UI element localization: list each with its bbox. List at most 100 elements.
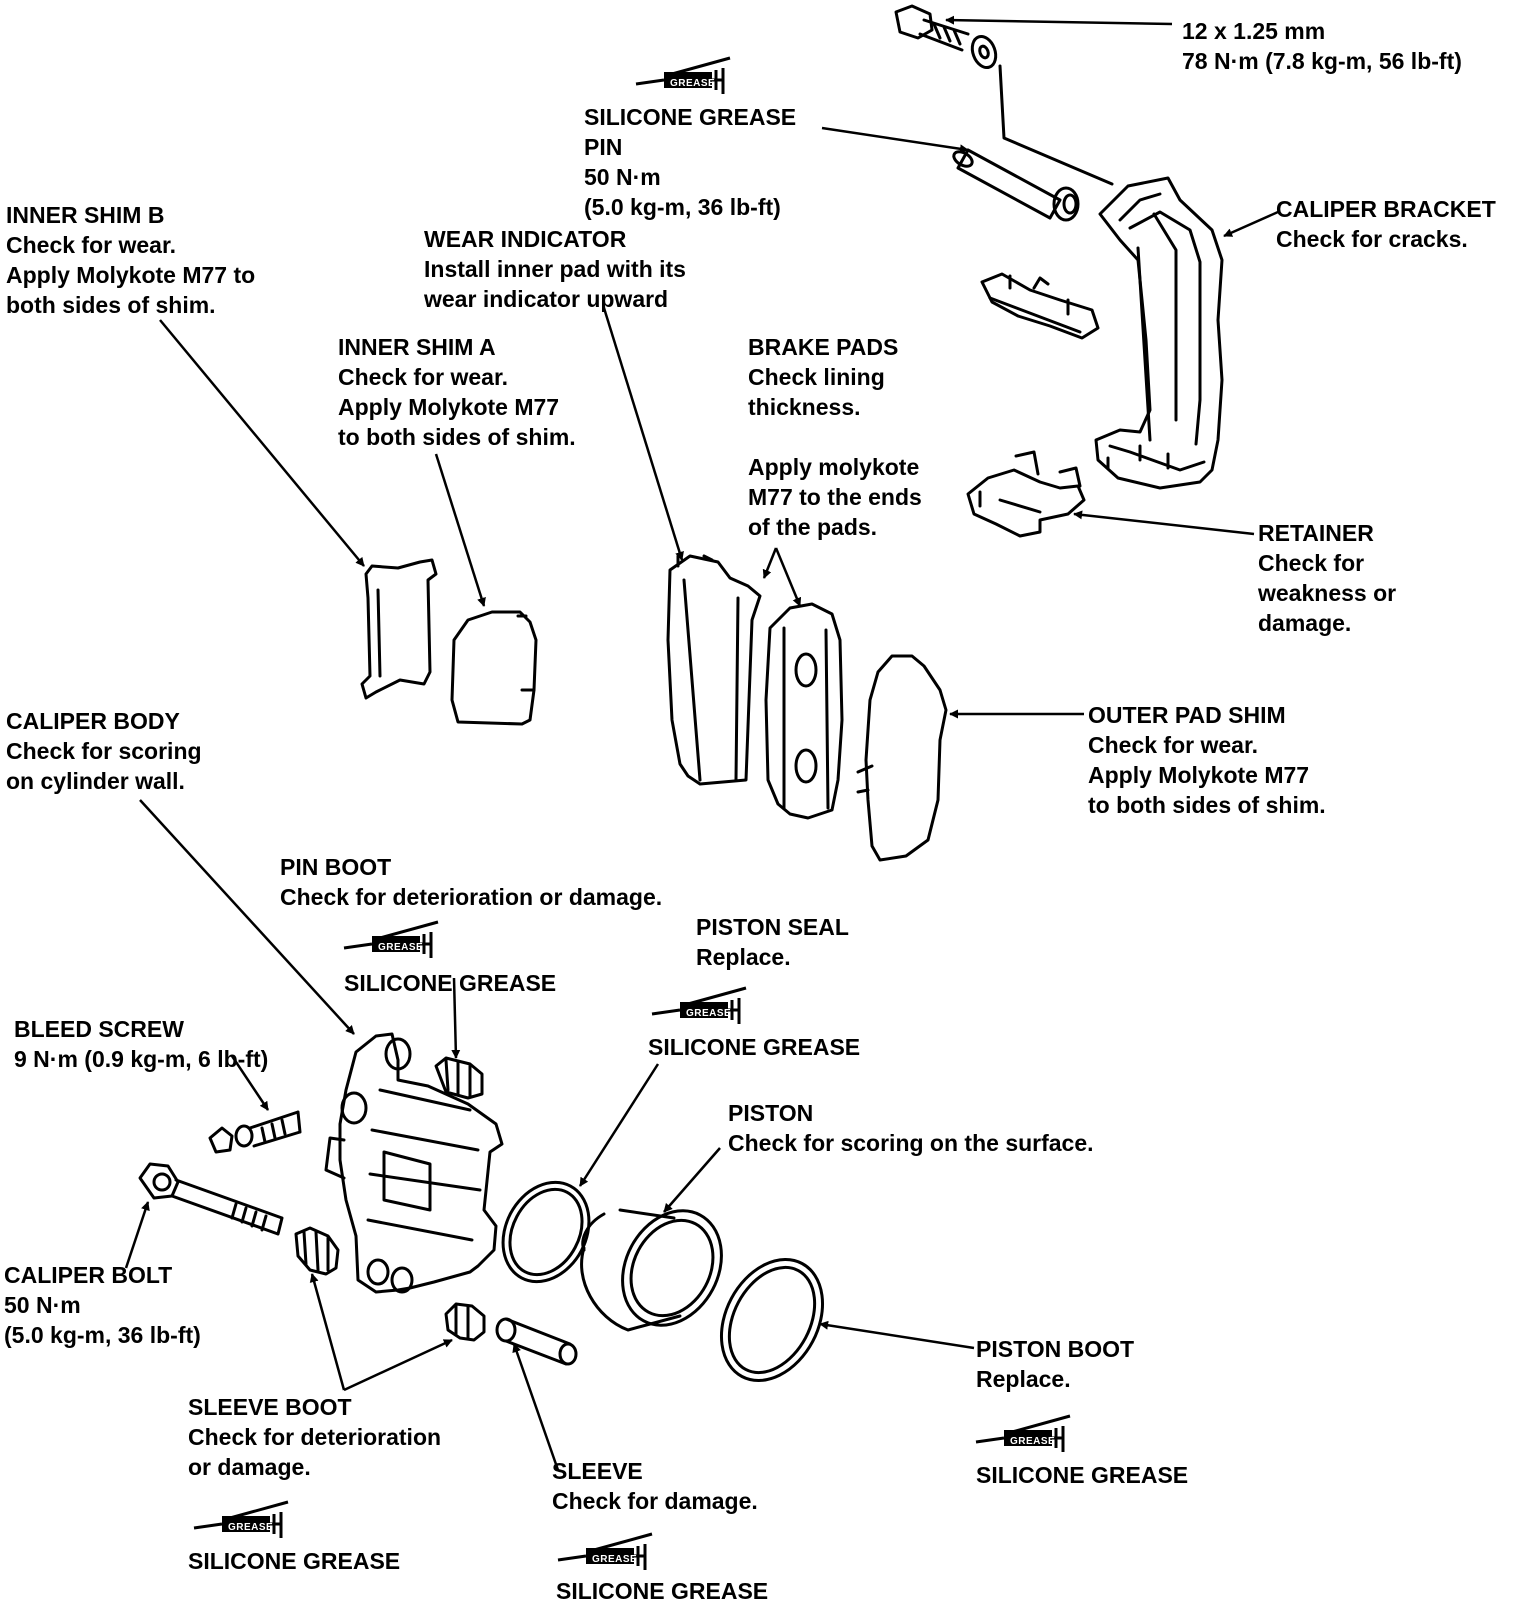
- label-brake-pads: BRAKE PADS Check lining thickness.: [748, 332, 898, 422]
- label-line: 12 x 1.25 mm: [1182, 18, 1326, 44]
- svg-text:GREASE: GREASE: [228, 1522, 273, 1533]
- grease-tube-icon: GREASE: [556, 1532, 654, 1572]
- label-line: Check for scoring on the surface.: [728, 1130, 1094, 1156]
- label-line: Check for: [1258, 550, 1365, 576]
- label-line: (5.0 kg-m, 36 lb-ft): [4, 1322, 201, 1348]
- caliper-body: [326, 1034, 502, 1292]
- label-title: INNER SHIM B: [6, 202, 165, 228]
- label-title: PIN BOOT: [280, 854, 392, 880]
- label-piston-seal-grease: SILICONE GREASE: [648, 1032, 860, 1062]
- label-title: OUTER PAD SHIM: [1088, 702, 1286, 728]
- label-line: Check for deterioration or damage.: [280, 884, 663, 910]
- outer-pad-shim: [858, 656, 946, 860]
- label-bleed-screw: BLEED SCREW 9 N·m (0.9 kg-m, 6 lb-ft): [14, 1014, 268, 1074]
- caliper-bolt: [140, 1164, 282, 1234]
- label-line: Apply Molykote M77 to: [6, 262, 256, 288]
- label-title: INNER SHIM A: [338, 334, 496, 360]
- label-sleeve: SLEEVE Check for damage.: [552, 1456, 758, 1516]
- label-title: CALIPER BOLT: [4, 1262, 173, 1288]
- label-title: CALIPER BRACKET: [1276, 196, 1496, 222]
- label-line: M77 to the ends: [748, 484, 922, 510]
- bleed-screw: [210, 1112, 300, 1152]
- sleeve: [497, 1319, 576, 1364]
- leader-lines: [126, 15, 1278, 1470]
- label-title: SLEEVE BOOT: [188, 1394, 352, 1420]
- label-title: WEAR INDICATOR: [424, 226, 627, 252]
- label-line: Install inner pad with its: [424, 256, 686, 282]
- sleeve-boot-center: [446, 1304, 484, 1340]
- label-line: wear indicator upward: [424, 286, 669, 312]
- label-title: SILICONE GREASE: [188, 1548, 401, 1574]
- label-line: Check lining: [748, 364, 885, 390]
- label-title: SILICONE GREASE: [648, 1034, 861, 1060]
- label-line: 9 N·m (0.9 kg-m, 6 lb-ft): [14, 1046, 269, 1072]
- label-line: Apply molykote: [748, 454, 920, 480]
- svg-text:GREASE: GREASE: [1010, 1436, 1055, 1447]
- bracket-bolt: [896, 6, 1112, 184]
- label-title: PISTON SEAL: [696, 914, 849, 940]
- label-piston: PISTON Check for scoring on the surface.: [728, 1098, 1094, 1158]
- label-line: both sides of shim.: [6, 292, 216, 318]
- label-line: Check for wear.: [6, 232, 177, 258]
- label-line: (5.0 kg-m, 36 lb-ft): [584, 194, 781, 220]
- label-line: of the pads.: [748, 514, 878, 540]
- label-title: SILICONE GREASE: [556, 1578, 769, 1604]
- label-wear-indicator: WEAR INDICATOR Install inner pad with it…: [424, 224, 686, 314]
- label-line: on cylinder wall.: [6, 768, 185, 794]
- piston-seal: [486, 1167, 605, 1296]
- label-title: BLEED SCREW: [14, 1016, 184, 1042]
- label-line: Check for cracks.: [1276, 226, 1468, 252]
- label-retainer: RETAINER Check for weakness or damage.: [1258, 518, 1396, 638]
- label-title: PISTON: [728, 1100, 814, 1126]
- label-piston-boot: PISTON BOOT Replace.: [976, 1334, 1134, 1394]
- grease-tube-icon: GREASE: [192, 1500, 290, 1540]
- label-piston-boot-grease: SILICONE GREASE: [976, 1460, 1188, 1490]
- label-title: RETAINER: [1258, 520, 1374, 546]
- svg-text:GREASE: GREASE: [670, 78, 715, 89]
- label-line: Check for damage.: [552, 1488, 758, 1514]
- inner-shim-b: [362, 560, 436, 698]
- label-line: damage.: [1258, 610, 1352, 636]
- label-line: 78 N·m (7.8 kg-m, 56 lb-ft): [1182, 48, 1462, 74]
- grease-tube-icon: GREASE: [650, 986, 748, 1026]
- inner-shim-a: [452, 612, 536, 724]
- svg-text:GREASE: GREASE: [686, 1008, 731, 1019]
- label-title: BRAKE PADS: [748, 334, 899, 360]
- label-line: weakness or: [1258, 580, 1397, 606]
- label-line: Check for deterioration: [188, 1424, 442, 1450]
- label-pin-boot: PIN BOOT Check for deterioration or dama…: [280, 852, 662, 912]
- label-pin-boot-grease: SILICONE GREASE: [344, 968, 556, 998]
- retainer: [968, 452, 1084, 536]
- svg-text:GREASE: GREASE: [378, 942, 423, 953]
- label-line: Check for wear.: [338, 364, 509, 390]
- label-inner-shim-b: INNER SHIM B Check for wear. Apply Molyk…: [6, 200, 255, 320]
- label-piston-seal: PISTON SEAL Replace.: [696, 912, 849, 972]
- caliper-bracket: [1096, 178, 1222, 488]
- label-line: 50 N·m: [4, 1292, 81, 1318]
- label-title: SILICONE GREASE: [344, 970, 557, 996]
- piston-boot: [701, 1242, 842, 1398]
- label-line: 50 N·m: [584, 164, 661, 190]
- grease-tube-icon: GREASE: [342, 920, 440, 960]
- label-sleeve-boot-grease: SILICONE GREASE: [188, 1546, 400, 1576]
- label-title: PISTON BOOT: [976, 1336, 1135, 1362]
- label-apply-molykote: Apply molykote M77 to the ends of the pa…: [748, 452, 922, 542]
- label-caliper-bolt: CALIPER BOLT 50 N·m (5.0 kg-m, 36 lb-ft): [4, 1260, 201, 1350]
- label-title: SLEEVE: [552, 1458, 643, 1484]
- inner-brake-pad: [668, 556, 760, 784]
- label-line: Apply Molykote M77: [338, 394, 560, 420]
- label-title: CALIPER BODY: [6, 708, 180, 734]
- label-inner-shim-a: INNER SHIM A Check for wear. Apply Molyk…: [338, 332, 576, 452]
- svg-text:GREASE: GREASE: [592, 1554, 637, 1565]
- grease-tube-icon: GREASE: [634, 56, 732, 96]
- sleeve-boot-left: [296, 1228, 338, 1274]
- label-line: Replace.: [976, 1366, 1071, 1392]
- grease-tube-icon: GREASE: [974, 1414, 1072, 1454]
- label-line: Check for wear.: [1088, 732, 1259, 758]
- label-line: or damage.: [188, 1454, 311, 1480]
- label-sleeve-grease: SILICONE GREASE: [556, 1576, 768, 1606]
- label-line: thickness.: [748, 394, 861, 420]
- label-line: PIN: [584, 134, 623, 160]
- label-line: to both sides of shim.: [338, 424, 576, 450]
- label-line: Apply Molykote M77: [1088, 762, 1310, 788]
